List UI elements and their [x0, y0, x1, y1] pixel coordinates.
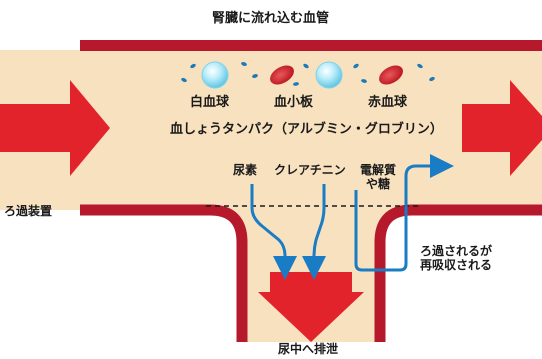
electrolyte-label: 電解質 や糖	[360, 163, 397, 192]
reabsorption-label: ろ過されるが 再吸収される	[420, 244, 493, 273]
flow-arrow-left-icon	[0, 80, 110, 176]
red-blood-cell-label: 赤血球	[368, 95, 408, 110]
white-blood-cell-icon	[315, 61, 343, 89]
vessel-bottom-right-wall	[374, 204, 542, 342]
filtration-device-label: ろ過装置	[4, 204, 53, 218]
red-blood-cell-icon	[270, 65, 294, 85]
urea-arrow-icon	[250, 184, 297, 280]
electrolyte-label-line2: や糖	[366, 176, 391, 191]
creatinine-arrow-icon	[302, 184, 326, 280]
vessel-bottom-left-wall	[80, 204, 248, 342]
reabsorption-label-line1: ろ過されるが	[420, 244, 493, 258]
red-blood-cell-icon	[379, 65, 403, 85]
vessel-top-wall	[80, 40, 542, 51]
white-blood-cell-icon	[201, 61, 229, 89]
electrolyte-label-line1: 電解質	[360, 163, 397, 177]
diagram-title: 腎臓に流れ込む血管	[212, 11, 330, 26]
plasma-area	[0, 50, 542, 342]
reabsorption-label-line2: 再吸収される	[420, 257, 493, 272]
plasma-protein-label: 血しょうタンパク（アルブミン・グロブリン）	[170, 122, 443, 137]
excretion-label: 尿中へ排泄	[278, 342, 339, 356]
flow-arrow-right-icon	[462, 80, 542, 176]
reabsorption-arrow-icon	[354, 154, 454, 272]
urea-label: 尿素	[233, 163, 258, 177]
white-blood-cell-label: 白血球	[190, 95, 230, 110]
excretion-arrow-icon	[258, 272, 364, 342]
platelet-label: 血小板	[274, 95, 314, 110]
platelet-specks	[181, 62, 435, 86]
creatinine-label: クレアチニン	[274, 163, 346, 177]
